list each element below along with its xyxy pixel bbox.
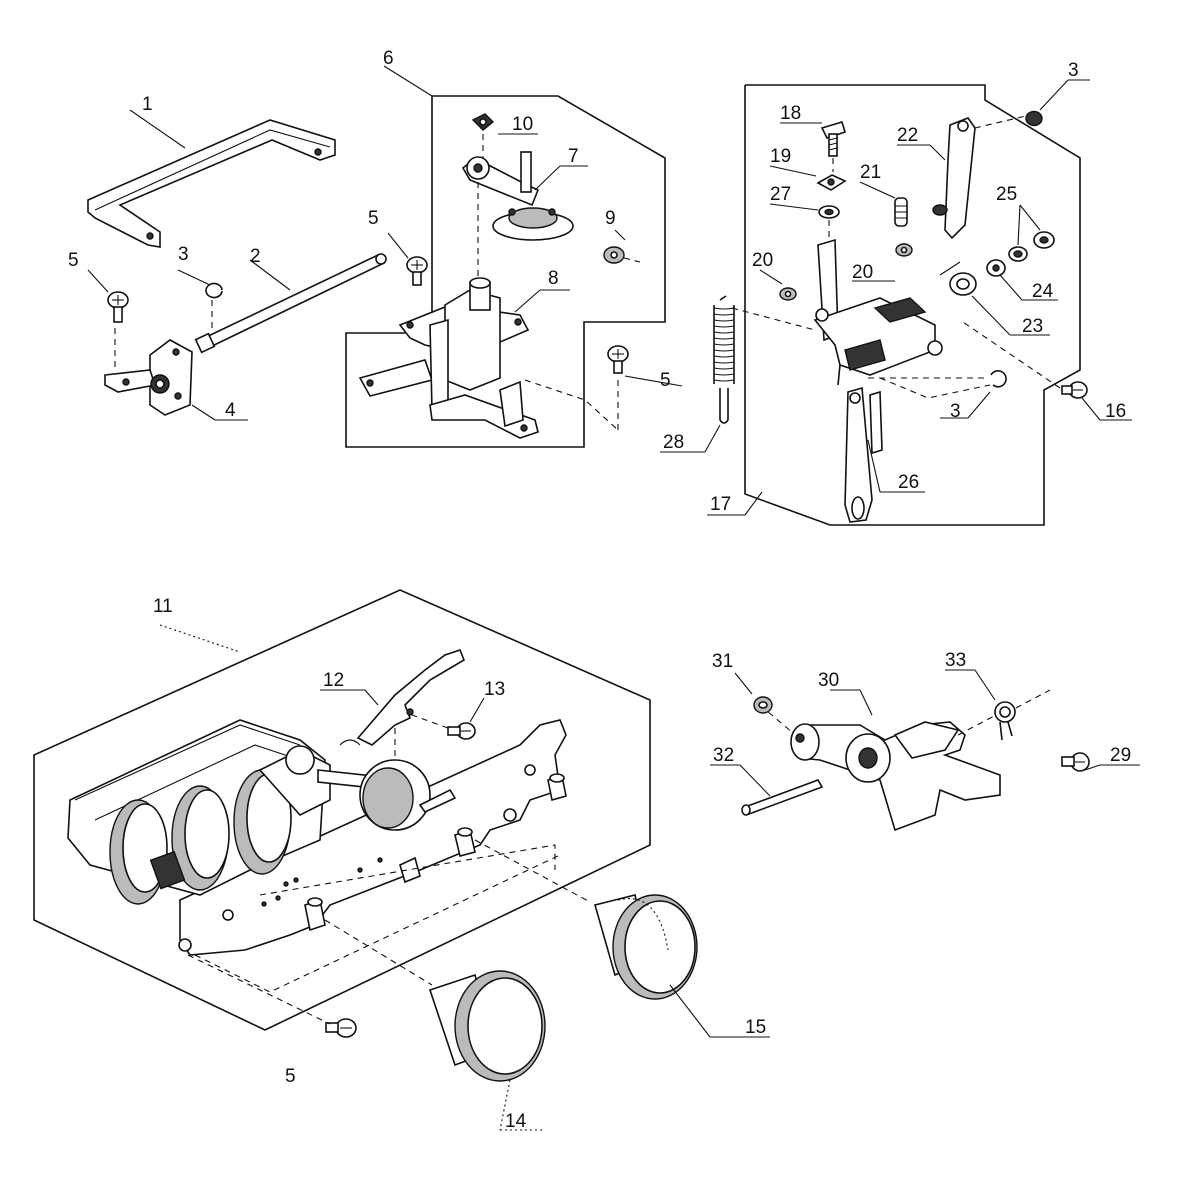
part-27-washer — [818, 205, 840, 219]
label-24: 24 — [1032, 281, 1054, 302]
label-18: 18 — [780, 103, 801, 124]
part-26-link — [844, 386, 883, 523]
part-5-screw-b — [406, 256, 428, 286]
part-3-e-clip-top-right — [1025, 110, 1043, 127]
label-30: 30 — [818, 670, 839, 691]
part-10-nut — [471, 113, 495, 131]
label-8: 8 — [548, 268, 559, 289]
label-5-a: 5 — [68, 250, 79, 271]
label-5-b: 5 — [368, 208, 379, 229]
part-3-e-clip-center-right — [990, 370, 1007, 388]
part-24-washer — [986, 259, 1006, 277]
part-28-spring — [713, 295, 735, 424]
part-23-collar — [939, 261, 977, 296]
label-7: 7 — [568, 146, 579, 167]
label-9: 9 — [605, 208, 616, 229]
part-5-screw-d — [325, 1018, 357, 1038]
part-15-knob — [594, 894, 698, 1000]
part-32-pin — [741, 779, 824, 816]
part-2-shaft — [194, 253, 387, 354]
label-5-d: 5 — [285, 1066, 296, 1087]
label-16: 16 — [1105, 401, 1126, 422]
label-15: 15 — [745, 1017, 766, 1038]
part-callouts: 1 2 3 4 5 5 6 7 8 9 10 5 18 3 22 19 21 2… — [68, 48, 1131, 1132]
label-23: 23 — [1022, 316, 1043, 337]
part-25-washer — [1008, 231, 1055, 262]
group-11-outline — [33, 589, 651, 1031]
label-26: 26 — [898, 472, 919, 493]
part-1-u-handle — [87, 119, 336, 248]
part-29-screw — [1061, 752, 1090, 772]
label-12: 12 — [323, 670, 344, 691]
part-5-screw-c — [607, 345, 629, 374]
label-28: 28 — [663, 432, 684, 453]
label-29: 29 — [1110, 745, 1131, 766]
label-25: 25 — [996, 184, 1017, 205]
label-3-top-right: 3 — [1068, 60, 1079, 81]
label-4: 4 — [225, 400, 236, 421]
label-32: 32 — [713, 745, 734, 766]
label-31: 31 — [712, 651, 733, 672]
group-17-outline — [744, 84, 1081, 526]
part-31-e-clip — [753, 696, 773, 714]
label-22: 22 — [897, 125, 918, 146]
part-12-spring-clip — [339, 649, 465, 746]
label-20-b: 20 — [852, 262, 873, 283]
label-1: 1 — [142, 94, 153, 115]
part-22-lever — [932, 117, 976, 240]
label-33: 33 — [945, 650, 966, 671]
part-5-screw-a — [107, 291, 129, 323]
group-6-outline — [345, 95, 666, 448]
label-11: 11 — [153, 596, 173, 617]
part-30-lever — [790, 721, 1001, 832]
part-14-knob — [428, 970, 546, 1082]
label-3-left: 3 — [178, 244, 189, 265]
part-16-screw — [1061, 381, 1088, 399]
label-5-c: 5 — [660, 370, 671, 391]
part-4-bracket — [104, 339, 193, 416]
label-19: 19 — [770, 146, 791, 167]
part-7-crank — [461, 151, 574, 241]
part-21-set-screw — [894, 197, 908, 227]
part-18-bolt — [820, 121, 846, 157]
part-33-spring-clip — [994, 701, 1016, 741]
label-2: 2 — [250, 246, 261, 267]
part-13-screw — [447, 722, 476, 740]
label-10: 10 — [512, 114, 533, 135]
label-17: 17 — [710, 494, 731, 515]
part-9-nut — [603, 246, 641, 264]
part-3-e-clip-left — [205, 282, 223, 299]
part-11-cam-stack — [67, 719, 567, 956]
part-20-nut-a — [895, 243, 913, 257]
label-21: 21 — [860, 162, 881, 183]
label-6: 6 — [383, 48, 394, 69]
part-20-nut-b — [779, 287, 797, 301]
label-20-a: 20 — [752, 250, 773, 271]
part-17-assembly — [813, 238, 943, 386]
label-3-center-right: 3 — [950, 401, 961, 422]
part-19-nut — [816, 174, 847, 191]
label-13: 13 — [484, 679, 505, 700]
label-14: 14 — [505, 1111, 527, 1132]
part-8-base-casting — [358, 277, 539, 439]
label-27: 27 — [770, 184, 791, 205]
